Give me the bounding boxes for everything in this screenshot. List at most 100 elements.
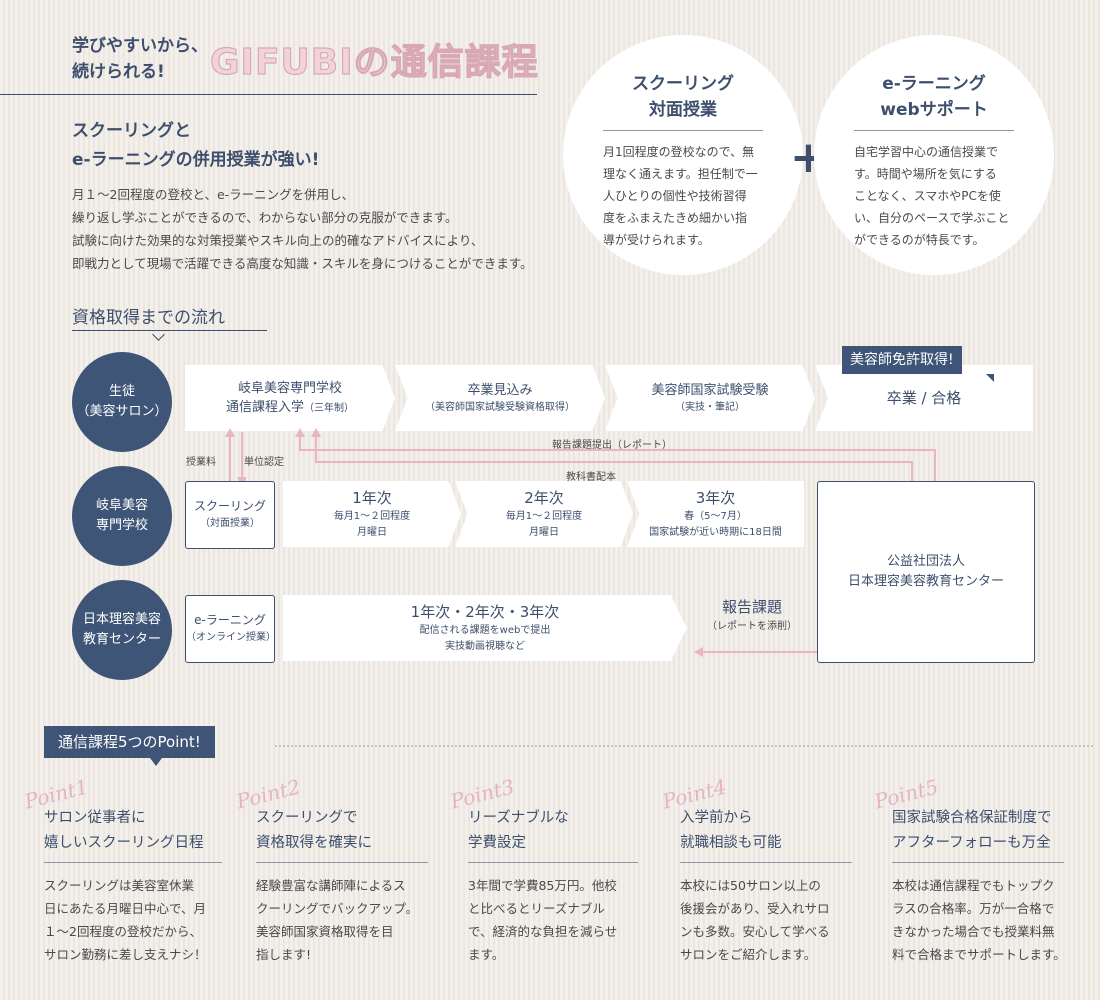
step-graduation-prospect: 卒業見込み （美容師国家試験受験資格取得） xyxy=(395,365,605,431)
all-years-box: 1年次・2年次・3年次 配信される課題をwebで提出 実技動画視聴など xyxy=(283,595,687,661)
circle-text-line: ことなく、スマホやPCを使 xyxy=(854,189,1001,203)
page-title: GIFUBIの通信課程 xyxy=(209,41,539,83)
center-box: 公益社団法人 日本理容美容教育センター xyxy=(817,481,1035,663)
point-1-rule xyxy=(44,862,222,863)
circle-text-line: 自宅学習中心の通信授業で xyxy=(854,145,999,159)
all-years-title: 1年次・2年次・3年次 xyxy=(410,603,560,621)
point-2-body-line: 経験豊富な講師陣によるス xyxy=(256,878,406,893)
intro-line: 月１〜2回程度の登校と、e-ラーニングを併用し、 xyxy=(72,187,355,202)
node-student-line-1: 生徒 xyxy=(108,384,135,399)
elearning-rule xyxy=(854,130,1014,131)
schooling-title-2: 対面授業 xyxy=(649,100,717,120)
center-box-line-2: 日本理容美容教育センター xyxy=(847,574,1004,589)
point-4-body-line: 本校には50サロン以上の xyxy=(680,878,821,893)
elearning-circle: e-ラーニング webサポート 自宅学習中心の通信授業で す。時間や場所を気にす… xyxy=(814,35,1054,275)
point-1-body-line: スクーリングは美容室休業 xyxy=(44,878,195,893)
intro-line: 試験に向けた効果的な対策授業やスキル向上の的確なアドバイスにより、 xyxy=(72,233,484,248)
points-divider xyxy=(275,745,1093,747)
intro-heading-line-2: e-ラーニングの併用授業が強い! xyxy=(72,150,320,170)
point-4-body-line: ンも多数。安心して学べる xyxy=(680,924,830,939)
circle-text-line: 度をふまえたきめ細かい指 xyxy=(603,211,748,225)
step-enroll-title-2: 通信課程入学（三年制） xyxy=(226,398,354,417)
point-2-head-line: 資格取得を確実に xyxy=(256,835,372,851)
year-3-title: 3年次 xyxy=(695,489,736,507)
point-5-body-line: きなかった場合でも授業料無 xyxy=(892,924,1055,939)
point-1-heading: サロン従事者に 嬉しいスクーリング日程 xyxy=(44,806,204,856)
elearning-circle-text: 自宅学習中心の通信授業で す。時間や場所を気にする ことなく、スマホやPCを使 … xyxy=(854,141,1024,251)
all-years-line: 実技動画視聴など xyxy=(445,641,525,652)
schooling-circle-title: スクーリング 対面授業 xyxy=(563,71,803,123)
center-box-line-1: 公益社団法人 xyxy=(886,554,965,569)
step-enroll-title-2-text: 通信課程入学 xyxy=(225,400,304,415)
point-3-head-line: 学費設定 xyxy=(468,835,526,851)
tagline-line-2: 続けられる! xyxy=(72,62,165,82)
point-5-body-line: ラスの合格率。万が一合格で xyxy=(892,901,1055,916)
point-4-rule xyxy=(680,862,852,863)
step-pass: 卒業 / 合格 xyxy=(815,365,1033,431)
step-graduation-sub: （美容師国家試験受験資格取得） xyxy=(425,401,575,413)
point-4-head-line: 就職相談も可能 xyxy=(680,835,782,851)
year-3-box: 3年次 春（5〜7月） 国家試験が近い時期に18日間 xyxy=(627,481,804,547)
point-1-body-line: サロン勤務に差し支えナシ！ xyxy=(44,947,207,962)
point-5-body-line: 料で合格までサポートします。 xyxy=(892,947,1066,962)
elearning-box-title: e-ラーニング xyxy=(194,613,266,627)
year-1-box: 1年次 毎月1〜２回程度 月曜日 xyxy=(283,481,461,547)
year-2-line: 毎月1〜２回程度 xyxy=(505,511,583,522)
step-national-exam: 美容師国家試験受験 （実技・筆記） xyxy=(605,365,815,431)
node-student: 生徒 （美容サロン） xyxy=(72,352,172,452)
point-2-body-line: 指します! xyxy=(256,947,312,962)
report-title: 報告課題 xyxy=(721,598,782,616)
point-1-body-line: １〜2回程度の登校だから、 xyxy=(44,924,202,939)
elearning-circle-title: e-ラーニング webサポート xyxy=(814,71,1054,123)
point-2-body: 経験豊富な講師陣によるス クーリングでバックアップ。 美容師国家資格取得を目 指… xyxy=(256,874,436,966)
point-5-body-line: 本校は通信課程でもトップク xyxy=(892,878,1055,893)
label-report-submit: 報告課題提出（レポート） xyxy=(552,440,672,451)
point-1-head-line: 嬉しいスクーリング日程 xyxy=(44,835,204,851)
circle-text-line: ができるのが特長です。 xyxy=(854,233,985,247)
point-3-body-line: ます。 xyxy=(468,947,505,962)
point-1-head-line: サロン従事者に xyxy=(44,810,146,826)
intro-heading: スクーリングと e-ラーニングの併用授業が強い! xyxy=(72,117,319,175)
step-enroll-title: 岐阜美容専門学校 xyxy=(237,381,342,396)
step-exam-sub: （実技・筆記） xyxy=(675,401,745,413)
header-divider xyxy=(0,94,537,95)
point-2-body-line: クーリングでバックアップ。 xyxy=(256,901,419,916)
circle-text-line: 導が受けられます。 xyxy=(603,233,710,247)
point-5-heading: 国家試験合格保証制度で アフターフォローも万全 xyxy=(892,806,1052,856)
point-5-rule xyxy=(892,862,1064,863)
point-4-head-line: 入学前から xyxy=(680,810,753,826)
point-3-heading: リーズナブルな 学費設定 xyxy=(468,806,569,856)
point-1-body-line: 日にあたる月曜日中心で、月 xyxy=(44,901,207,916)
point-3-body-line: と比べるとリーズナブル xyxy=(468,901,605,916)
node-school-line-2: 専門学校 xyxy=(95,518,148,533)
label-credit: 単位認定 xyxy=(244,457,284,468)
label-tuition: 授業料 xyxy=(186,457,216,468)
year-2-title: 2年次 xyxy=(524,489,564,507)
year-3-line: 国家試験が近い時期に18日間 xyxy=(649,527,782,538)
point-2-rule xyxy=(256,862,428,863)
label-textbook: 教科書配本 xyxy=(566,472,616,483)
point-5-head-line: 国家試験合格保証制度で xyxy=(892,810,1052,826)
year-2-box: 2年次 毎月1〜２回程度 月曜日 xyxy=(455,481,633,547)
schooling-box: スクーリング （対面授業） xyxy=(185,481,275,549)
step-pass-title: 卒業 / 合格 xyxy=(886,388,962,407)
schooling-rule xyxy=(603,130,763,131)
point-2-heading: スクーリングで 資格取得を確実に xyxy=(256,806,372,856)
intro-body: 月１〜2回程度の登校と、e-ラーニングを併用し、 繰り返し学ぶことができるので、… xyxy=(72,183,552,275)
schooling-box-sub: （対面授業） xyxy=(200,518,260,529)
points-banner-tail xyxy=(150,758,162,766)
intro-line: 繰り返し学ぶことができるので、わからない部分の克服ができます。 xyxy=(72,210,458,225)
year-1-line: 毎月1〜２回程度 xyxy=(333,511,411,522)
node-student-line-2: （美容サロン） xyxy=(76,404,168,419)
step-enroll: 岐阜美容専門学校 通信課程入学（三年制） xyxy=(185,365,395,431)
elearning-box: e-ラーニング （オンライン授業） xyxy=(185,595,276,663)
point-4-heading: 入学前から 就職相談も可能 xyxy=(680,806,782,856)
circle-text-line: 人ひとりの個性や技術習得 xyxy=(603,189,747,203)
point-5-body: 本校は通信課程でもトップク ラスの合格率。万が一合格で きなかった場合でも授業料… xyxy=(892,874,1082,966)
elearning-box-sub: （オンライン授業） xyxy=(186,632,276,643)
node-center: 日本理容美容教育センター xyxy=(72,580,172,680)
step-graduation-title: 卒業見込み xyxy=(467,382,533,398)
circle-text-line: い、自分のペースで学ぶこと xyxy=(854,211,1010,225)
point-3-body: 3年間で学費85万円。他校 と比べるとリーズナブル で、経済的な負担を減らせ ま… xyxy=(468,874,648,966)
point-4-body-line: サロンをご紹介します。 xyxy=(680,947,817,962)
